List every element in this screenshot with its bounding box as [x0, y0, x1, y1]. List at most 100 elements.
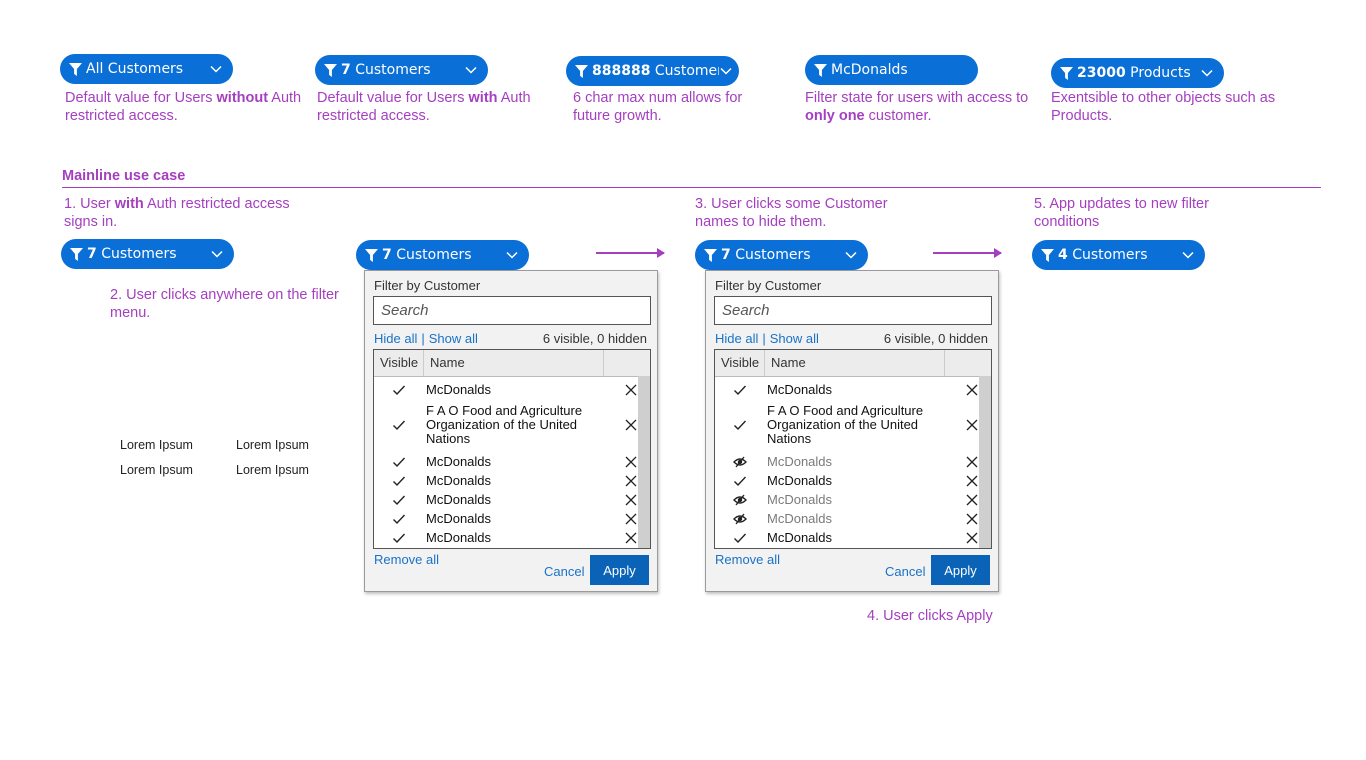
remove-all-link[interactable]: Remove all — [374, 552, 440, 567]
note-max-chars: 6 char max num allows for future growth. — [573, 90, 743, 124]
customer-name[interactable]: McDonalds — [426, 511, 492, 526]
table-row[interactable]: McDonalds — [715, 473, 979, 489]
table-row[interactable]: McDonalds — [374, 492, 638, 508]
checkmark-icon[interactable] — [392, 512, 406, 526]
close-icon[interactable] — [965, 512, 979, 526]
filter-pill-step-5[interactable]: 4 Customers — [1032, 240, 1205, 270]
filter-pill-step-2[interactable]: 7 Customers — [356, 240, 529, 270]
table-row[interactable]: McDonalds — [715, 492, 979, 508]
checkmark-icon[interactable] — [733, 474, 747, 488]
panel-title: Filter by Customer — [715, 278, 822, 293]
filter-icon — [1041, 248, 1054, 262]
table-row[interactable]: McDonalds — [715, 511, 979, 527]
filter-pill-step-1[interactable]: 7 Customers — [61, 239, 234, 269]
eye-hidden-icon[interactable] — [733, 493, 747, 507]
customer-name[interactable]: McDonalds — [767, 382, 833, 397]
table-row[interactable]: McDonalds — [374, 454, 638, 470]
table-header: Visible Name — [374, 350, 650, 377]
close-icon[interactable] — [624, 383, 638, 397]
customer-name[interactable]: F A O Food and Agriculture Organization … — [767, 403, 924, 446]
scrollbar[interactable] — [979, 376, 991, 548]
note-with-auth: Default value for Users with Auth restri… — [317, 90, 531, 124]
column-header-name: Name — [765, 350, 945, 376]
customer-name[interactable]: McDonalds — [426, 382, 492, 397]
checkmark-icon[interactable] — [733, 418, 747, 432]
table-row[interactable]: McDonalds — [374, 382, 638, 398]
filter-icon — [69, 62, 82, 76]
checkmark-icon[interactable] — [392, 531, 406, 545]
checkmark-icon[interactable] — [392, 474, 406, 488]
customer-name[interactable]: McDonalds — [767, 454, 833, 469]
filter-pill-mcdonalds[interactable]: McDonalds — [805, 55, 978, 85]
close-icon[interactable] — [624, 418, 638, 432]
table-row[interactable]: McDonalds — [374, 473, 638, 489]
filter-pill-all-customers[interactable]: All Customers — [60, 54, 233, 84]
checkmark-icon[interactable] — [392, 383, 406, 397]
table-row[interactable]: F A O Food and Agriculture Organization … — [374, 404, 638, 446]
note-one-customer: Filter state for users with access to on… — [805, 90, 1029, 124]
step-1-note: 1. User with Auth restricted access sign… — [64, 196, 290, 230]
hide-all-link[interactable]: Hide all — [715, 331, 759, 346]
customer-name[interactable]: McDonalds — [426, 492, 492, 507]
close-icon[interactable] — [965, 383, 979, 397]
close-icon[interactable] — [624, 493, 638, 507]
filter-pill-23000-products[interactable]: 23000 Products — [1051, 58, 1224, 88]
checkmark-icon[interactable] — [392, 493, 406, 507]
cancel-button[interactable]: Cancel — [544, 564, 585, 579]
close-icon[interactable] — [965, 418, 979, 432]
customer-name[interactable]: McDonalds — [426, 530, 492, 545]
filter-pill-888888-customers[interactable]: 888888 Customers — [566, 56, 739, 86]
close-icon[interactable] — [624, 474, 638, 488]
customer-name[interactable]: McDonalds — [767, 530, 833, 545]
checkmark-icon[interactable] — [392, 455, 406, 469]
close-icon[interactable] — [624, 455, 638, 469]
hide-all-link[interactable]: Hide all — [374, 331, 418, 346]
apply-button[interactable]: Apply — [931, 555, 990, 585]
close-icon[interactable] — [624, 531, 638, 545]
checkmark-icon[interactable] — [733, 383, 747, 397]
table-row[interactable]: McDonalds — [715, 454, 979, 470]
lorem-text: Lorem Ipsum — [120, 438, 193, 452]
table-row[interactable]: McDonalds — [715, 382, 979, 398]
customer-name[interactable]: McDonalds — [426, 473, 492, 488]
flow-arrow-1 — [596, 248, 665, 258]
table-row[interactable]: McDonalds — [715, 530, 979, 546]
search-input[interactable]: Search — [373, 296, 651, 325]
section-title: Mainline use case — [62, 168, 186, 184]
chevron-down-icon — [720, 67, 732, 75]
checkmark-icon[interactable] — [392, 418, 406, 432]
scrollbar[interactable] — [638, 376, 650, 548]
close-icon[interactable] — [965, 474, 979, 488]
customer-name[interactable]: McDonalds — [767, 473, 833, 488]
table-row[interactable]: McDonalds — [374, 511, 638, 527]
customer-name[interactable]: McDonalds — [767, 492, 833, 507]
customer-name[interactable]: McDonalds — [426, 454, 492, 469]
filter-icon — [575, 64, 588, 78]
customer-name[interactable]: F A O Food and Agriculture Organization … — [426, 403, 583, 446]
table-row[interactable]: McDonalds — [374, 530, 638, 546]
filter-pill-step-3[interactable]: 7 Customers — [695, 240, 868, 270]
search-input[interactable]: Search — [714, 296, 992, 325]
cancel-button[interactable]: Cancel — [885, 564, 926, 579]
customer-name[interactable]: McDonalds — [767, 511, 833, 526]
filter-icon — [704, 248, 717, 262]
close-icon[interactable] — [965, 531, 979, 545]
show-all-link[interactable]: Show all — [769, 331, 819, 346]
chevron-down-icon — [506, 251, 518, 259]
close-icon[interactable] — [965, 455, 979, 469]
close-icon[interactable] — [965, 493, 979, 507]
filter-pill-7-customers[interactable]: 7 Customers — [315, 55, 488, 85]
table-row[interactable]: F A O Food and Agriculture Organization … — [715, 404, 979, 446]
checkmark-icon[interactable] — [733, 531, 747, 545]
filter-icon — [1060, 66, 1073, 80]
column-header-visible: Visible — [715, 350, 765, 376]
close-icon[interactable] — [624, 512, 638, 526]
eye-hidden-icon[interactable] — [733, 512, 747, 526]
chevron-down-icon — [1201, 69, 1213, 77]
step-4-note: 4. User clicks Apply — [867, 608, 993, 624]
eye-hidden-icon[interactable] — [733, 455, 747, 469]
apply-button[interactable]: Apply — [590, 555, 649, 585]
remove-all-link[interactable]: Remove all — [715, 552, 781, 567]
filter-dropdown-panel: Filter by Customer Search Hide all|Show … — [705, 270, 999, 592]
show-all-link[interactable]: Show all — [428, 331, 478, 346]
